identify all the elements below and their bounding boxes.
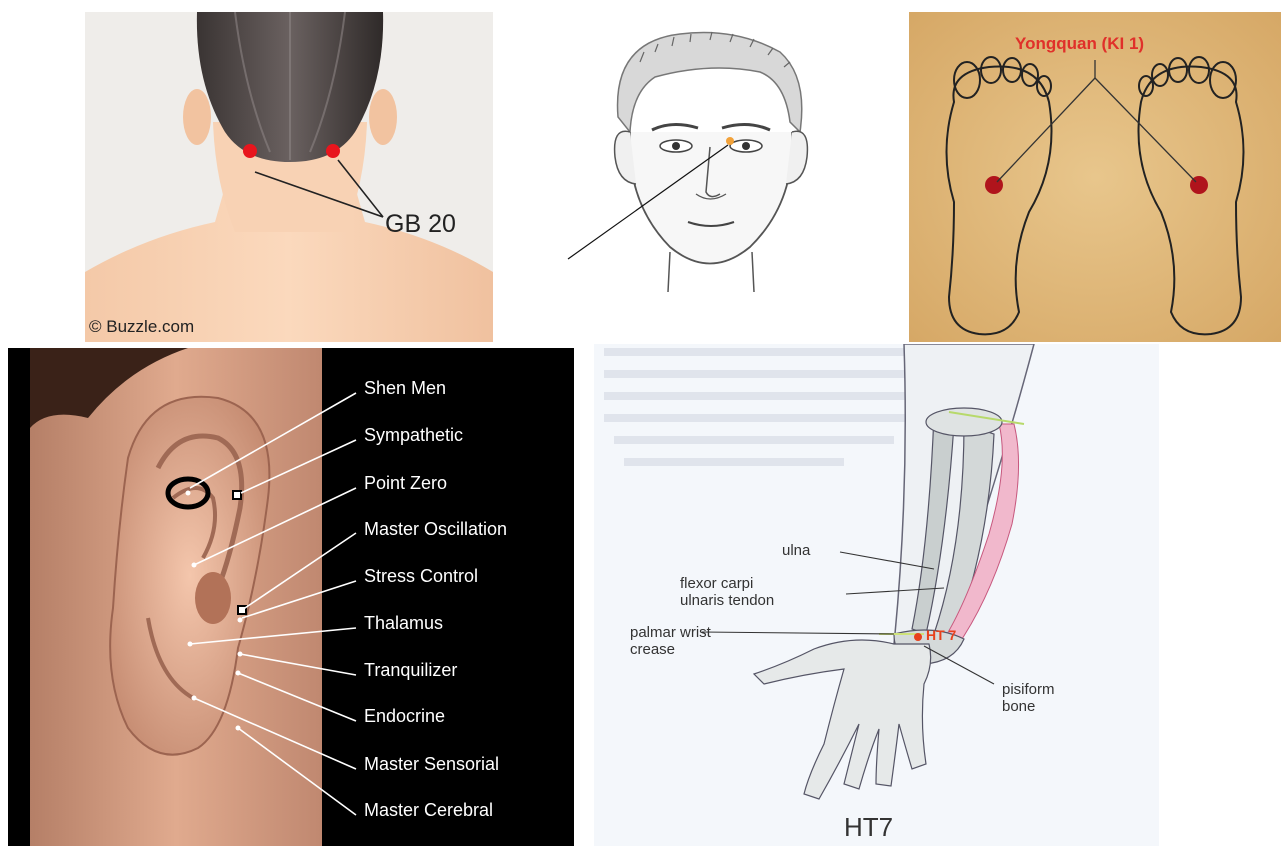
face-panel [560, 22, 860, 292]
wrist-illustration [594, 344, 1159, 846]
ear-label-shen-men: Shen Men [364, 378, 446, 399]
label-flexor-line1: flexor carpi [680, 575, 753, 592]
credit-text: © Buzzle.com [89, 317, 194, 337]
ht7-point [914, 633, 922, 641]
ear-label-thalamus: Thalamus [364, 613, 443, 634]
label-pisiform-line1: pisiform [1002, 681, 1055, 698]
ear-label-master-cerebral: Master Cerebral [364, 800, 493, 821]
ear-label-endocrine: Endocrine [364, 706, 445, 727]
gb20-label: GB 20 [385, 210, 456, 239]
gb20-right-point [326, 144, 340, 158]
sympathetic-marker [233, 491, 241, 499]
label-flexor-line2: ulnaris tendon [680, 592, 774, 609]
ear-label-stress-control: Stress Control [364, 566, 478, 587]
ear-label-point-zero: Point Zero [364, 473, 447, 494]
label-palmar-line1: palmar wrist [630, 624, 711, 641]
ear-label-master-sensorial: Master Sensorial [364, 754, 499, 775]
label-pisiform-line2: bone [1002, 698, 1035, 715]
feet-illustration [909, 12, 1281, 342]
label-ulna: ulna [782, 542, 810, 559]
gb20-left-point [243, 144, 257, 158]
wrist-panel: ulna flexor carpi ulnaris tendon palmar … [594, 344, 1159, 846]
label-ht7-point: HT 7 [926, 627, 956, 643]
feet-title: Yongquan (KI 1) [1015, 34, 1144, 54]
ear-label-tranquilizer: Tranquilizer [364, 660, 457, 681]
neck-illustration [85, 12, 493, 342]
feet-panel: Yongquan (KI 1) [909, 12, 1281, 342]
ear-label-master-oscillation: Master Oscillation [364, 519, 507, 540]
label-palmar-line2: crease [630, 641, 675, 658]
face-illustration [560, 22, 860, 292]
ear-label-sympathetic: Sympathetic [364, 425, 463, 446]
wrist-caption: HT7 [844, 812, 893, 843]
yintang-point [726, 137, 734, 145]
ear-panel: Shen Men Sympathetic Point Zero Master O… [8, 348, 574, 846]
neck-panel: GB 20 © Buzzle.com [85, 12, 493, 342]
